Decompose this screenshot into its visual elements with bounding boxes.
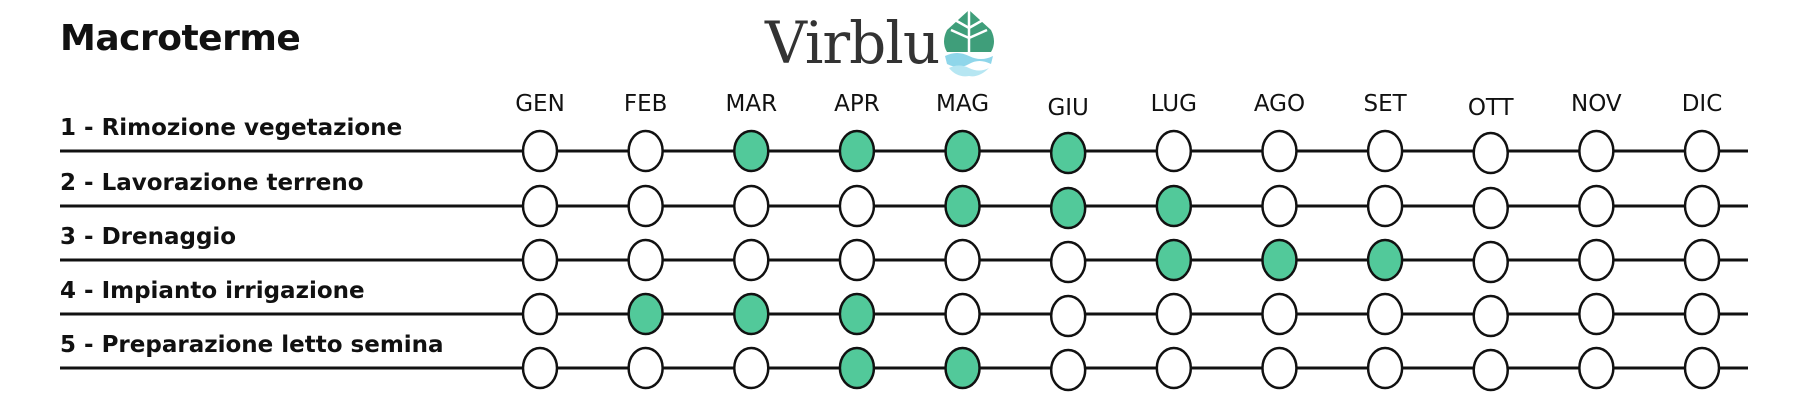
inactive-month-marker (1683, 292, 1721, 336)
inactive-month-marker (1155, 346, 1193, 390)
inactive-month-marker (627, 129, 664, 173)
inactive-month-marker (1578, 292, 1615, 336)
inactive-month-marker (1472, 294, 1509, 338)
task-label: 5 - Preparazione letto semina (60, 332, 444, 358)
month-label-ott: OTT (1468, 95, 1515, 121)
inactive-month-marker (944, 292, 981, 336)
month-label-set: SET (1363, 91, 1407, 117)
inactive-month-marker (1472, 186, 1509, 230)
inactive-month-marker (1472, 348, 1509, 392)
month-label-gen: GEN (515, 91, 565, 117)
inactive-month-marker (627, 346, 664, 390)
task-label: 2 - Lavorazione terreno (60, 170, 364, 196)
inactive-month-marker (733, 184, 770, 228)
active-month-marker (1155, 184, 1193, 228)
active-month-marker (838, 292, 876, 336)
inactive-month-marker (1578, 129, 1615, 173)
inactive-month-marker (1578, 184, 1615, 228)
page-title: Macroterme (60, 18, 301, 59)
inactive-month-marker (1366, 184, 1404, 228)
inactive-month-marker (733, 238, 770, 282)
month-label-apr: APR (834, 91, 880, 117)
inactive-month-marker (1261, 184, 1298, 228)
inactive-month-marker (1472, 131, 1509, 175)
inactive-month-marker (1049, 294, 1087, 338)
inactive-month-marker (521, 129, 559, 173)
active-month-marker (838, 346, 876, 390)
inactive-month-marker (1366, 346, 1404, 390)
task-label: 4 - Impianto irrigazione (60, 278, 365, 304)
inactive-month-marker (1683, 238, 1721, 282)
inactive-month-marker (1578, 346, 1615, 390)
inactive-month-marker (1155, 129, 1193, 173)
virblu-logo: Virblu (765, 8, 999, 78)
inactive-month-marker (1049, 240, 1087, 284)
inactive-month-marker (1683, 129, 1721, 173)
inactive-month-marker (1683, 184, 1721, 228)
active-month-marker (1049, 131, 1087, 175)
active-month-marker (944, 346, 981, 390)
inactive-month-marker (1261, 129, 1298, 173)
inactive-month-marker (838, 184, 876, 228)
task-label: 1 - Rimozione vegetazione (60, 115, 402, 141)
inactive-month-marker (838, 238, 876, 282)
inactive-month-marker (521, 292, 559, 336)
inactive-month-marker (521, 238, 559, 282)
inactive-month-marker (521, 184, 559, 228)
month-label-nov: NOV (1571, 91, 1622, 117)
inactive-month-marker (627, 238, 664, 282)
inactive-month-marker (1683, 346, 1721, 390)
inactive-month-marker (1261, 346, 1298, 390)
active-month-marker (1049, 186, 1087, 230)
inactive-month-marker (1049, 348, 1087, 392)
month-label-ago: AGO (1254, 91, 1305, 117)
month-label-mar: MAR (725, 91, 777, 117)
active-month-marker (1366, 238, 1404, 282)
active-month-marker (944, 184, 981, 228)
task-label: 3 - Drenaggio (60, 224, 236, 250)
inactive-month-marker (1578, 238, 1615, 282)
month-label-dic: DIC (1682, 91, 1723, 117)
active-month-marker (733, 292, 770, 336)
inactive-month-marker (1261, 292, 1298, 336)
inactive-month-marker (627, 184, 664, 228)
month-label-mag: MAG (936, 91, 989, 117)
active-month-marker (1261, 238, 1298, 282)
month-label-feb: FEB (624, 91, 668, 117)
active-month-marker (733, 129, 770, 173)
active-month-marker (627, 292, 664, 336)
inactive-month-marker (733, 346, 770, 390)
logo-wordmark: Virblu (765, 9, 940, 77)
active-month-marker (838, 129, 876, 173)
inactive-month-marker (521, 346, 559, 390)
month-label-lug: LUG (1151, 91, 1197, 117)
inactive-month-marker (1472, 240, 1509, 284)
inactive-month-marker (944, 238, 981, 282)
inactive-month-marker (1155, 292, 1193, 336)
active-month-marker (944, 129, 981, 173)
inactive-month-marker (1366, 129, 1404, 173)
active-month-marker (1155, 238, 1193, 282)
inactive-month-marker (1366, 292, 1404, 336)
leaf-wave-icon (944, 10, 995, 77)
month-label-giu: GIU (1047, 95, 1088, 121)
